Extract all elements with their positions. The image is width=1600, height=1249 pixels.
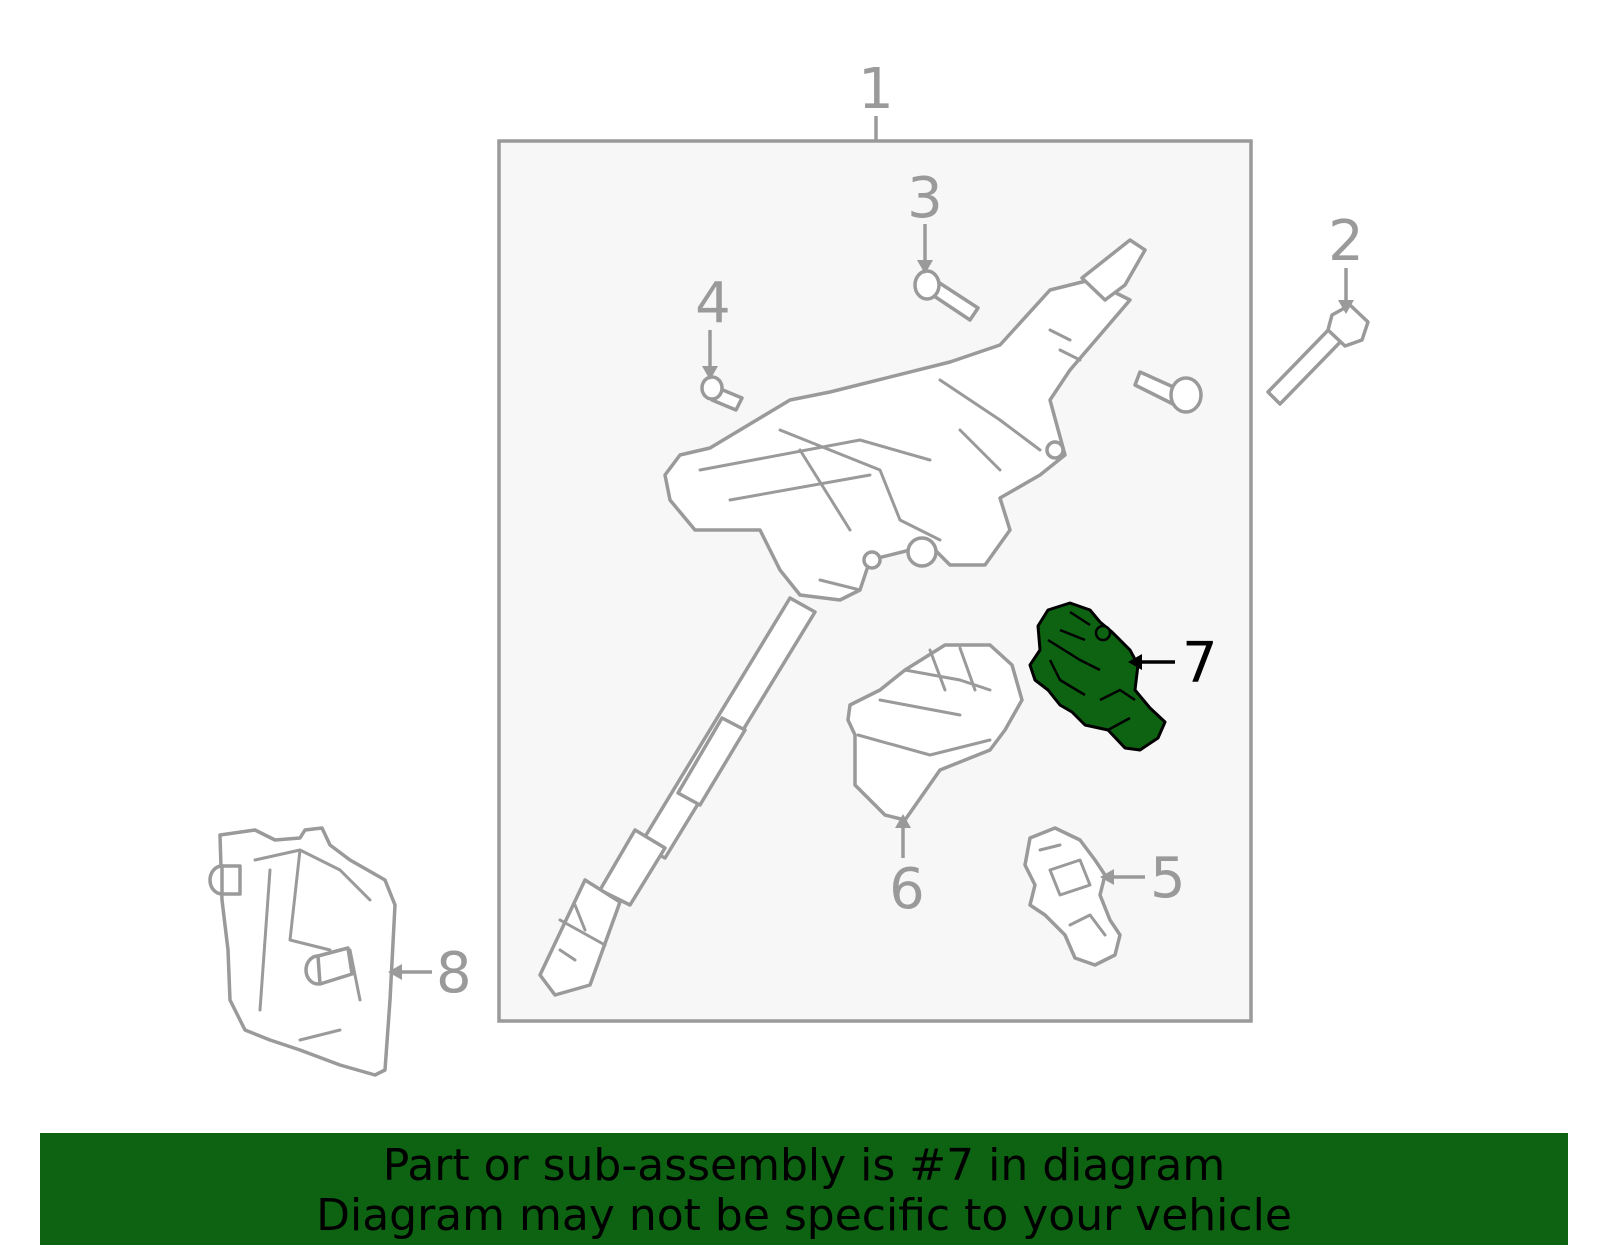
part-7-highlighted — [1028, 601, 1167, 752]
callout-6: 6 — [889, 857, 925, 922]
callout-4-arrowhead — [702, 366, 718, 380]
callout-5-arrowhead — [1100, 869, 1114, 885]
callout-2-arrowhead — [1338, 300, 1354, 314]
callout-7: 7 — [1182, 631, 1218, 696]
banner-line-2: Diagram may not be specific to your vehi… — [316, 1190, 1292, 1241]
part-4-bolt — [700, 375, 744, 412]
banner-line-1: Part or sub-assembly is #7 in diagram — [382, 1140, 1226, 1191]
callout-6-arrowhead — [895, 814, 911, 828]
callout-7-arrowhead — [1128, 654, 1142, 670]
callout-3-arrowhead — [917, 260, 933, 274]
steering-column — [538, 238, 1147, 997]
callout-2: 2 — [1328, 209, 1364, 274]
callout-8: 8 — [436, 941, 472, 1006]
part-2-bolt — [1266, 303, 1370, 406]
part-6-module — [846, 643, 1024, 822]
callout-5: 5 — [1150, 846, 1186, 911]
part-5-lock-cylinder — [1023, 826, 1122, 967]
column-bolt — [1133, 370, 1203, 414]
info-banner: Part or sub-assembly is #7 in diagram Di… — [40, 1133, 1568, 1245]
part-8-cover — [208, 826, 397, 1077]
callout-8-arrowhead — [388, 964, 402, 980]
callout-4: 4 — [695, 271, 731, 336]
part-3-bolt — [913, 269, 980, 322]
callout-3: 3 — [907, 166, 943, 231]
callout-1: 1 — [858, 57, 894, 122]
